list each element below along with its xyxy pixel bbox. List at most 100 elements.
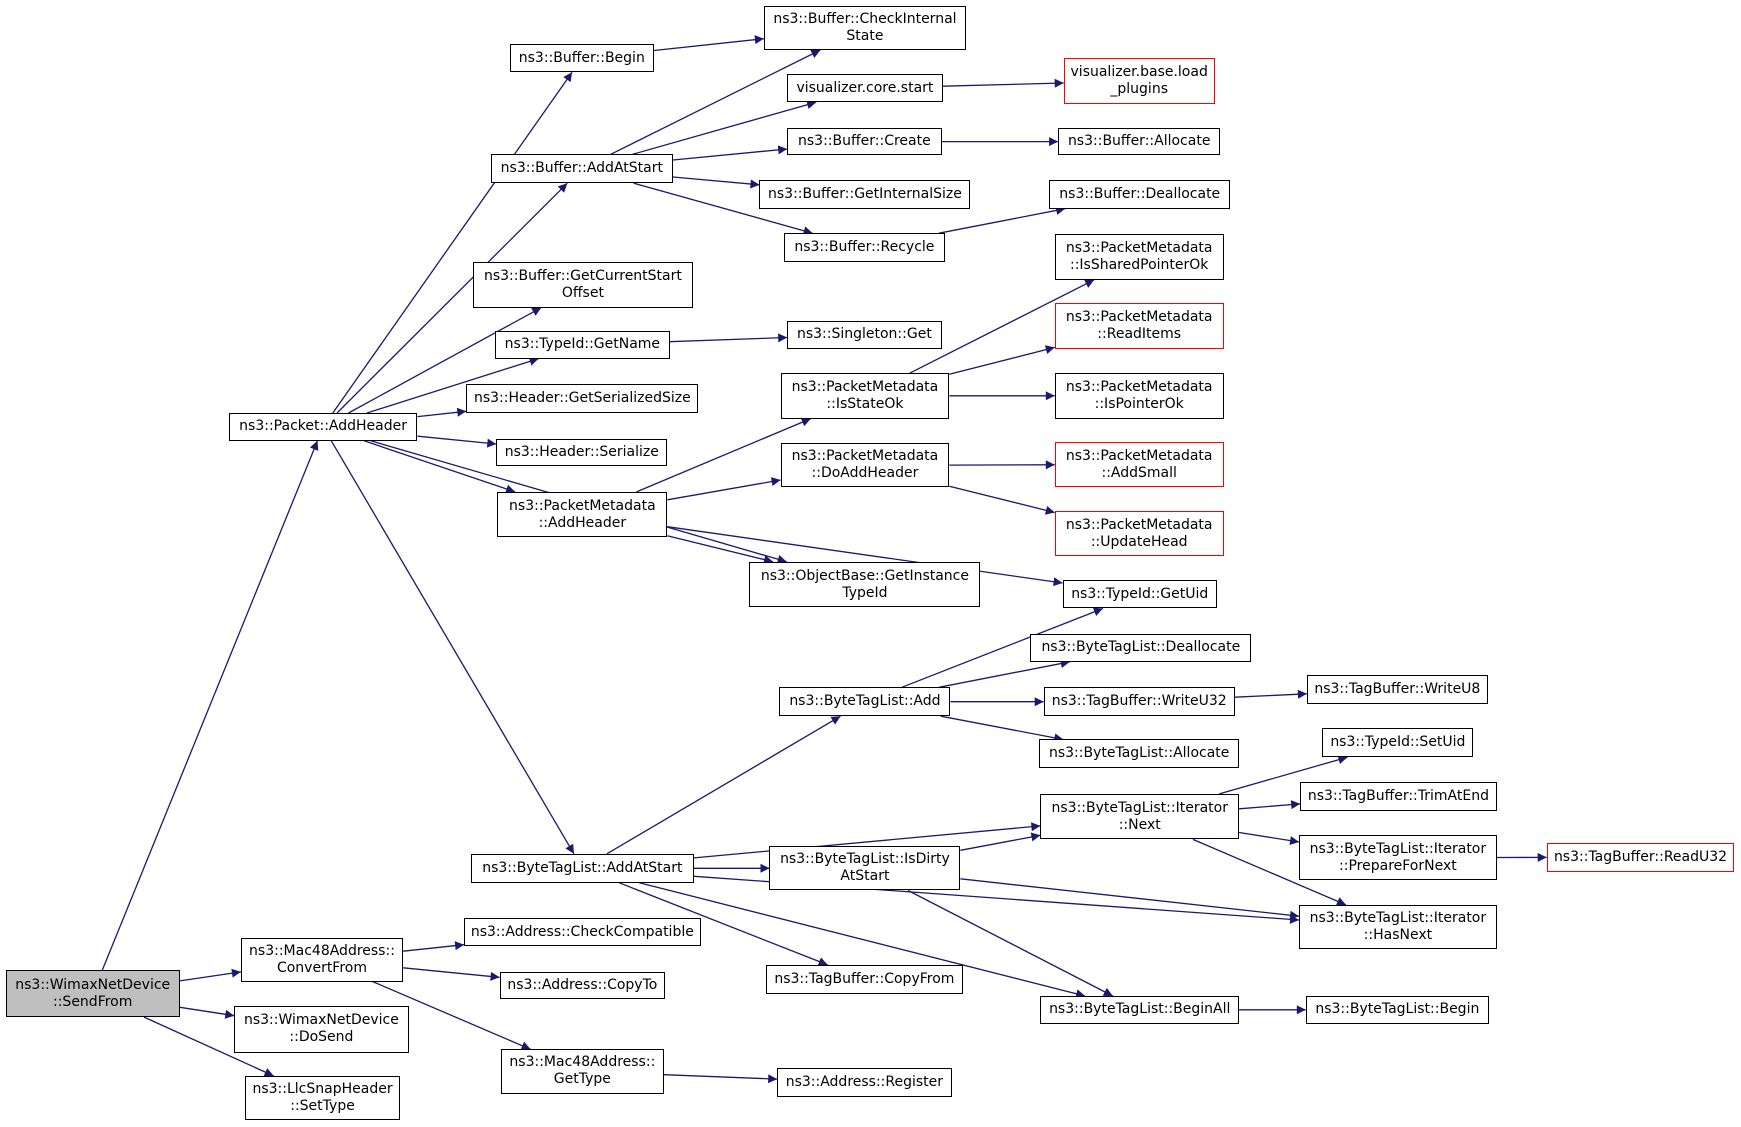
node-tagbuf-writeu32[interactable]: ns3::TagBuffer::WriteU32 xyxy=(1043,687,1235,717)
edge-typeid_getname-to-singleton_get xyxy=(669,333,788,343)
node-mac48-convert[interactable]: ns3::Mac48Address::ConvertFrom xyxy=(240,938,404,982)
edge-pm_addheader-to-objbase_getinstance xyxy=(667,535,774,565)
node-btl-allocate[interactable]: ns3::ByteTagList::Allocate xyxy=(1039,739,1240,769)
node-label-line: ::SendFrom xyxy=(53,993,133,1010)
node-sendfrom[interactable]: ns3::WimaxNetDevice::SendFrom xyxy=(5,970,180,1018)
edge-btl_add-to-typeid_getuid xyxy=(901,607,1104,688)
node-buf-addatstart[interactable]: ns3::Buffer::AddAtStart xyxy=(490,154,673,184)
edge-mac48_convert-to-addr_copyto xyxy=(403,967,500,981)
node-typeid-setuid[interactable]: ns3::TypeId::SetUid xyxy=(1322,728,1474,758)
edge-addheader-to-buf_begin xyxy=(332,71,573,414)
node-pm-issharedptr[interactable]: ns3::PacketMetadata::IsSharedPointerOk xyxy=(1054,234,1224,280)
node-btl-iter-hasnext[interactable]: ns3::ByteTagList::Iterator::HasNext xyxy=(1299,904,1497,950)
node-label-line: ns3::Mac48Address:: xyxy=(509,1054,656,1071)
node-label-line: ns3::Address::CheckCompatible xyxy=(470,923,694,940)
node-label-line: ns3::ByteTagList::Add xyxy=(789,693,941,710)
node-tagbuf-trimatend[interactable]: ns3::TagBuffer::TrimAtEnd xyxy=(1300,781,1497,811)
node-label-line: ns3::TagBuffer::WriteU8 xyxy=(1314,681,1481,697)
node-label-line: ::HasNext xyxy=(1363,927,1433,944)
node-mac48-gettype[interactable]: ns3::Mac48Address::GetType xyxy=(500,1049,664,1094)
node-dosend[interactable]: ns3::WimaxNetDevice::DoSend xyxy=(234,1005,409,1053)
node-btl-iter-next[interactable]: ns3::ByteTagList::Iterator::Next xyxy=(1040,793,1240,840)
node-label-line: visualizer.core.start xyxy=(796,79,934,96)
node-label-line: ns3::Buffer::Recycle xyxy=(794,239,935,256)
node-label-line: ns3::ByteTagList::IsDirty xyxy=(780,851,950,868)
node-btl-add[interactable]: ns3::ByteTagList::Add xyxy=(779,687,951,717)
edge-btl_addatstart-to-btl_beginall xyxy=(639,882,1086,999)
node-pm-ispointerok[interactable]: ns3::PacketMetadata::IsPointerOk xyxy=(1054,373,1224,419)
node-header-getsize[interactable]: ns3::Header::GetSerializedSize xyxy=(466,384,699,414)
node-label-line: GetType xyxy=(553,1071,611,1088)
node-header-serialize[interactable]: ns3::Header::Serialize xyxy=(496,438,668,467)
node-tagbuf-copyfrom[interactable]: ns3::TagBuffer::CopyFrom xyxy=(766,964,963,994)
node-label-line: ns3::LlcSnapHeader xyxy=(252,1081,393,1098)
node-btl-iter-prepare[interactable]: ns3::ByteTagList::Iterator::PrepareForNe… xyxy=(1299,834,1497,881)
node-label-line: Offset xyxy=(561,284,604,301)
edge-addheader-to-pm_addheader xyxy=(363,440,516,494)
edge-sendfrom-to-addheader xyxy=(101,440,319,971)
node-tagbuf-writeu8[interactable]: ns3::TagBuffer::WriteU8 xyxy=(1306,675,1488,704)
node-label-line: ::DoAddHeader xyxy=(811,465,919,482)
node-label-line: ns3::TypeId::GetName xyxy=(504,336,661,353)
edge-mac48_convert-to-addr_checkcompat xyxy=(403,941,465,952)
node-buf-recycle[interactable]: ns3::Buffer::Recycle xyxy=(783,233,945,263)
edge-addheader-to-buf_getcurrentstart xyxy=(348,307,542,414)
node-addheader[interactable]: ns3::Packet::AddHeader xyxy=(228,413,418,441)
node-label-line: AtStart xyxy=(840,868,890,885)
node-buf-deallocate[interactable]: ns3::Buffer::Deallocate xyxy=(1049,179,1231,209)
edge-buf_begin-to-buf_checkinternal xyxy=(653,35,764,52)
node-label-line: ::DoSend xyxy=(289,1029,354,1046)
edge-tagbuf_writeu32-to-tagbuf_writeu8 xyxy=(1234,689,1307,699)
node-typeid-getuid[interactable]: ns3::TypeId::GetUid xyxy=(1062,579,1217,609)
edge-sendfrom-to-dosend xyxy=(179,1006,235,1019)
node-btl-beginall[interactable]: ns3::ByteTagList::BeginAll xyxy=(1040,995,1240,1024)
node-label-line: ns3::Buffer::Deallocate xyxy=(1059,185,1221,202)
edge-buf_addatstart-to-buf_getinternalsize xyxy=(672,176,760,189)
node-label-line: ns3::PacketMetadata xyxy=(791,378,939,395)
node-buf-begin[interactable]: ns3::Buffer::Begin xyxy=(509,44,654,73)
node-label-line: ns3::Header::Serialize xyxy=(504,443,659,460)
node-btl-begin[interactable]: ns3::ByteTagList::Begin xyxy=(1305,995,1489,1024)
node-pm-addsmall[interactable]: ns3::PacketMetadata::AddSmall xyxy=(1054,441,1224,488)
node-btl-deallocate[interactable]: ns3::ByteTagList::Deallocate xyxy=(1030,633,1252,662)
edge-btl_iter_next-to-tagbuf_trimatend xyxy=(1239,800,1301,810)
node-label-line: ns3::WimaxNetDevice xyxy=(243,1012,399,1029)
node-label-line: ns3::Buffer::Create xyxy=(798,133,931,150)
node-label-line: ConvertFrom xyxy=(276,959,367,976)
node-label-line: ns3::PacketMetadata xyxy=(1065,240,1213,257)
node-label-line: ns3::Packet::AddHeader xyxy=(239,418,407,435)
node-pm-doaddheader[interactable]: ns3::PacketMetadata::DoAddHeader xyxy=(780,443,950,488)
node-label-line: visualizer.base.load xyxy=(1070,64,1208,81)
node-label-line: ns3::ByteTagList::Iterator xyxy=(1051,799,1228,816)
node-label-line: ns3::TagBuffer::CopyFrom xyxy=(774,970,955,987)
node-buf-allocate[interactable]: ns3::Buffer::Allocate xyxy=(1058,127,1221,156)
node-label-line: _plugins xyxy=(1110,81,1168,98)
node-singleton-get[interactable]: ns3::Singleton::Get xyxy=(787,320,942,349)
node-pm-readitems[interactable]: ns3::PacketMetadata::ReadItems xyxy=(1054,303,1224,349)
edge-addheader-to-header_serialize xyxy=(417,435,497,448)
node-addr-checkcompat[interactable]: ns3::Address::CheckCompatible xyxy=(464,918,701,946)
node-btl-addatstart[interactable]: ns3::ByteTagList::AddAtStart xyxy=(470,853,694,883)
node-pm-isstateok[interactable]: ns3::PacketMetadata::IsStateOk xyxy=(780,373,950,419)
node-typeid-getname[interactable]: ns3::TypeId::GetName xyxy=(495,330,670,359)
node-addr-copyto[interactable]: ns3::Address::CopyTo xyxy=(499,971,666,1000)
node-llcsettype[interactable]: ns3::LlcSnapHeader::SetType xyxy=(245,1075,400,1121)
node-label-line: ::Next xyxy=(1118,816,1161,833)
node-addr-register[interactable]: ns3::Address::Register xyxy=(777,1068,952,1097)
node-label-line: ns3::ByteTagList::BeginAll xyxy=(1049,1001,1231,1018)
edge-btl_addatstart-to-tagbuf_copyfrom xyxy=(618,882,828,966)
node-buf-getinternalsize[interactable]: ns3::Buffer::GetInternalSize xyxy=(759,179,971,209)
node-pm-updatehead[interactable]: ns3::PacketMetadata::UpdateHead xyxy=(1054,510,1224,557)
node-tagbuf-readu32[interactable]: ns3::TagBuffer::ReadU32 xyxy=(1546,842,1735,872)
node-label-line: ns3::Mac48Address:: xyxy=(249,942,395,959)
node-pm-addheader[interactable]: ns3::PacketMetadata::AddHeader xyxy=(497,491,668,538)
node-buf-create[interactable]: ns3::Buffer::Create xyxy=(787,127,942,156)
edge-mac48_gettype-to-addr_register xyxy=(663,1074,778,1084)
edge-pm_isstateok-to-pm_readitems xyxy=(949,345,1055,375)
node-vis-base-load[interactable]: visualizer.base.load_plugins xyxy=(1063,57,1215,105)
node-vis-core-start[interactable]: visualizer.core.start xyxy=(787,74,943,103)
